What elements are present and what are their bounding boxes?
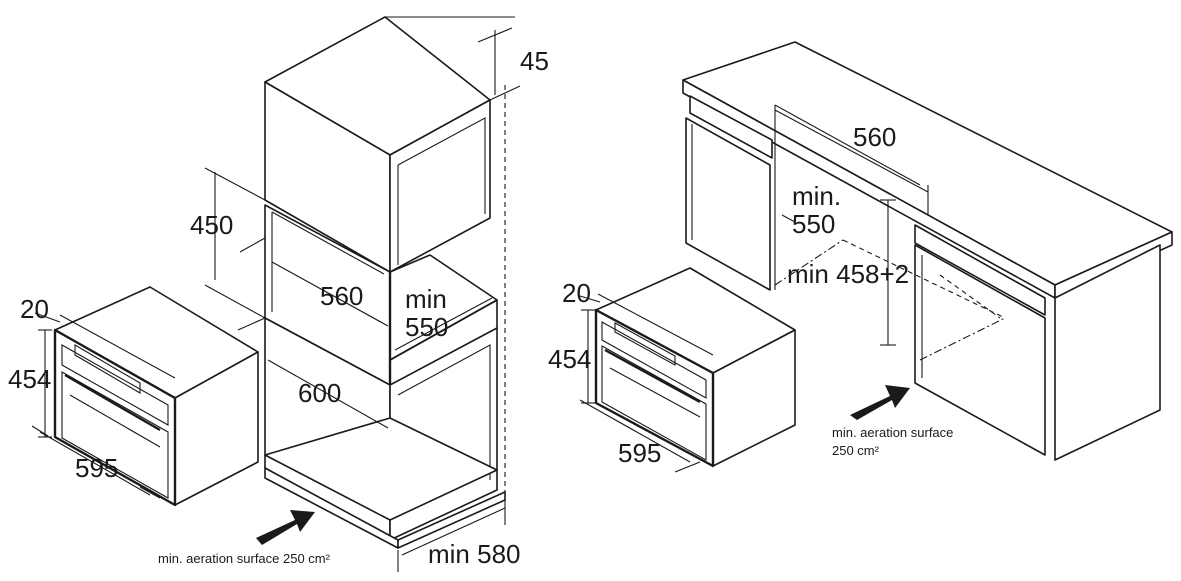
dim-niche-depth-line2: 550 — [405, 312, 448, 342]
airflow-arrow-right — [850, 385, 910, 420]
tall-cabinet — [264, 16, 506, 549]
upper-box-side — [389, 99, 491, 273]
right-dim-niche-width: 560 — [853, 122, 896, 152]
oven-right-dimensions — [579, 293, 714, 473]
oven-front — [53, 328, 177, 507]
right-dim-niche-depth-line1: min. — [792, 181, 841, 211]
dim-niche-width: 560 — [320, 281, 363, 311]
dim-top-gap: 45 — [520, 46, 549, 76]
oven-right-dim-width: 595 — [618, 438, 661, 468]
dim-cabinet-width: 600 — [298, 378, 341, 408]
dim-cabinet-depth: min 580 — [428, 539, 521, 569]
oven-right-front — [594, 308, 715, 468]
airflow-arrow-left — [256, 510, 315, 545]
left-door — [685, 117, 771, 291]
oven-right-dim-top: 20 — [562, 278, 591, 308]
dim-niche-depth-line1: min — [405, 284, 447, 314]
left-drawer — [689, 95, 773, 159]
oven-right — [594, 267, 796, 468]
right-dim-niche-depth-line2: 550 — [792, 209, 835, 239]
aeration-note-right-line1: min. aeration surface — [832, 425, 953, 440]
right-dimension-lines — [774, 109, 929, 346]
aeration-note-left: min. aeration surface 250 cm² — [158, 551, 331, 566]
worktop-unit — [682, 41, 1173, 461]
aeration-note-right-line2: 250 cm² — [832, 443, 880, 458]
worktop-edge-side — [1054, 231, 1173, 299]
oven-left-dim-width: 595 — [75, 453, 118, 483]
oven-left-dim-top: 20 — [20, 294, 49, 324]
oven-left — [53, 286, 259, 507]
dim-niche-height: 450 — [190, 210, 233, 240]
oven-right-dim-height: 454 — [548, 344, 591, 374]
right-dim-niche-height: min 458+2 — [787, 259, 909, 289]
oven-left-dimensions — [31, 312, 176, 499]
side-panel — [1054, 244, 1161, 461]
right-door — [914, 244, 1046, 456]
right-drawer — [914, 224, 1046, 316]
left-dimension-lines — [204, 16, 521, 572]
oven-left-dim-height: 454 — [8, 364, 51, 394]
lower-box-floor — [264, 417, 498, 521]
